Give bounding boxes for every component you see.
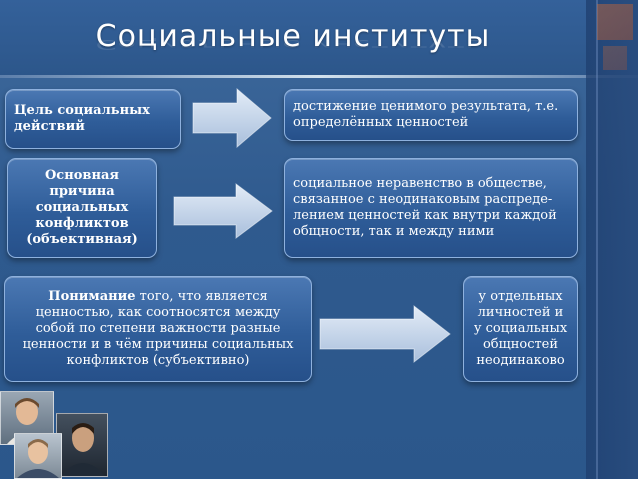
understanding-result-line: у отдельных xyxy=(478,289,563,304)
person-photo xyxy=(56,413,108,477)
understanding-line: ценности и в чём причины социальных xyxy=(22,337,294,352)
understanding-line: Понимание того, что является xyxy=(48,289,267,305)
cause-line: Основная xyxy=(44,168,119,183)
goal-result-line: определённых ценностей xyxy=(293,115,469,130)
people-photo xyxy=(0,391,108,479)
page-title-reflection: Социальные институты xyxy=(95,36,491,52)
understanding-result-line: общностей xyxy=(482,337,559,352)
goal-line: действий xyxy=(14,119,85,134)
understanding-result-line: у социальных xyxy=(473,321,568,336)
decor-square xyxy=(597,4,633,40)
understanding-result-line: неодинаково xyxy=(476,353,565,368)
understanding-line: собой по степени важности разные xyxy=(35,321,281,336)
arrow-right-icon xyxy=(192,87,272,149)
cause-box: Основная причина социальных конфликтов (… xyxy=(7,158,157,258)
understanding-line-rest: того, что является xyxy=(135,289,268,304)
understanding-bold-word: Понимание xyxy=(48,289,136,304)
cause-line: причина xyxy=(49,184,115,199)
side-panel xyxy=(586,0,638,479)
understanding-line: конфликтов (субъективно) xyxy=(66,353,250,368)
page-title: Социальные институты xyxy=(95,19,491,54)
title-band xyxy=(0,0,638,78)
understanding-box: Понимание того, что является ценностью, … xyxy=(4,276,312,382)
arrow-right-icon xyxy=(173,183,273,239)
understanding-result-box: у отдельных личностей и у социальных общ… xyxy=(463,276,578,382)
arrow-right-icon xyxy=(319,304,451,364)
cause-result-line: общности, так и между ними xyxy=(293,224,495,239)
goal-result-box: достижение ценимого результата, т.е. опр… xyxy=(284,89,578,141)
goal-box: Цель социальных действий xyxy=(5,89,181,149)
cause-result-line: социальное неравенство в обществе, xyxy=(293,176,547,191)
goal-line: Цель социальных xyxy=(14,103,150,118)
understanding-result-line: личностей и xyxy=(477,305,564,320)
cause-result-line: связанное с неодинаковым распреде- xyxy=(293,192,553,207)
decor-square xyxy=(603,46,627,70)
cause-result-box: социальное неравенство в обществе, связа… xyxy=(284,158,578,258)
cause-line: (объективная) xyxy=(26,232,138,247)
understanding-line: ценностью, как соотносятся между xyxy=(35,305,281,320)
cause-line: конфликтов xyxy=(35,216,129,231)
person-photo xyxy=(14,433,62,479)
cause-line: социальных xyxy=(35,200,129,215)
goal-result-line: достижение ценимого результата, т.е. xyxy=(293,99,559,114)
cause-result-line: лением ценностей как внутри каждой xyxy=(293,208,557,223)
